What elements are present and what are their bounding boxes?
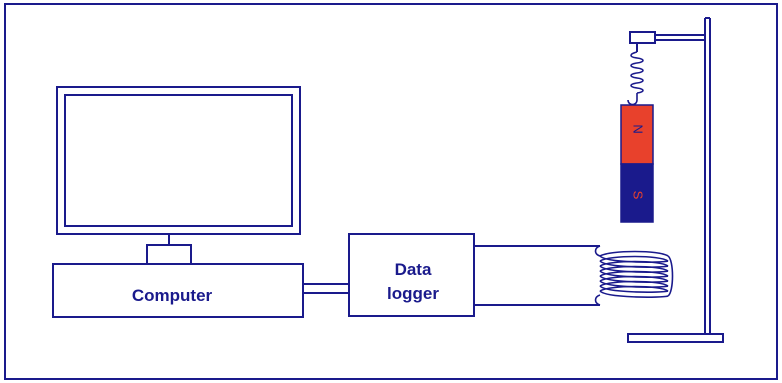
monitor-outer — [56, 86, 301, 235]
computer-base — [52, 263, 304, 318]
computer-label: Computer — [132, 286, 213, 305]
data-logger-label-line1: Data — [395, 260, 432, 279]
magnet-north-label: N — [631, 124, 646, 133]
stand-base — [627, 333, 724, 343]
computer-logger-cable — [303, 283, 349, 294]
monitor-screen — [64, 94, 293, 227]
magnet-north-pole — [620, 104, 654, 165]
stand-clamp — [629, 31, 656, 44]
diagram-frame — [4, 3, 778, 380]
spring — [627, 51, 644, 106]
data-logger-label-line2: logger — [387, 284, 439, 303]
monitor-stand — [146, 244, 192, 265]
spring-hook — [627, 93, 638, 106]
retort-stand — [627, 17, 724, 343]
magnet-south-pole — [620, 163, 654, 223]
data-logger-box — [348, 233, 475, 317]
coil — [594, 245, 674, 306]
bar-magnet: N S — [620, 104, 654, 223]
magnet-south-label: S — [631, 191, 646, 200]
computer — [52, 86, 304, 318]
logger-coil-wires — [474, 245, 600, 306]
